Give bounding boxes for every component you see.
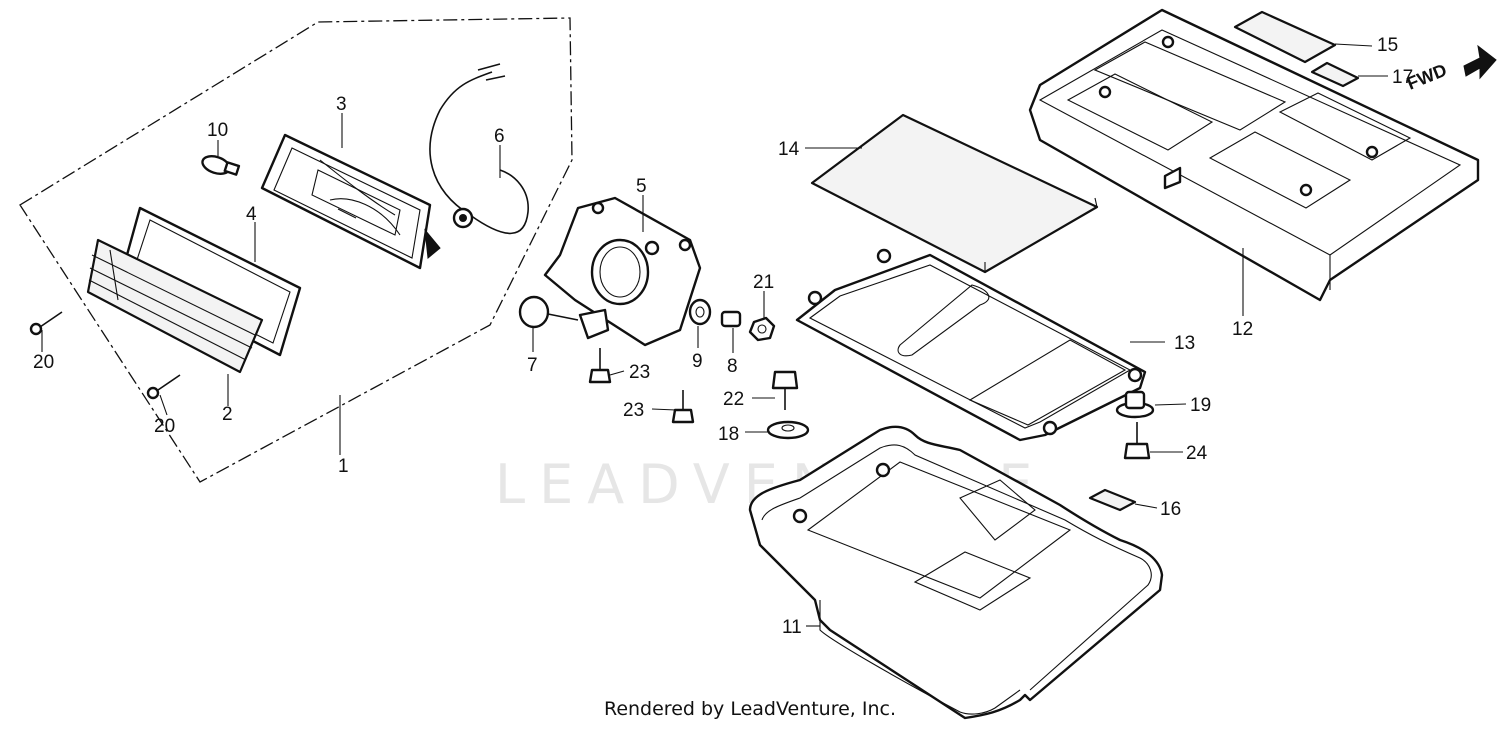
callout-4: 4 [246,204,257,225]
lens [86,238,264,374]
callout-11: 11 [782,617,802,638]
forward-arrow-icon [1463,44,1497,80]
bolt [771,370,799,410]
taillight-assembly-outline [19,17,573,483]
battery-cover [1028,8,1480,302]
callout-10: 10 [207,120,228,141]
washer [766,420,810,440]
callout-19: 19 [1190,395,1211,416]
wire-harness [429,63,529,235]
callout-18: 18 [718,424,739,445]
callout-21: 21 [753,272,774,293]
small-label [1310,61,1360,88]
label-sticker [1088,488,1137,512]
bulb [201,155,241,176]
credit-footer: Rendered by LeadVenture, Inc. [603,698,897,720]
callout-13: 13 [1174,333,1195,354]
bolt [671,390,695,424]
nut [748,316,776,342]
callout-23-lower: 23 [623,400,644,421]
holder-plate [795,248,1147,442]
screw [29,311,63,336]
light-bracket [543,196,702,347]
callout-1: 1 [338,456,349,477]
collar-washer [1115,390,1155,419]
callout-14: 14 [778,139,800,160]
screw [146,374,181,400]
callout-9: 9 [692,351,703,372]
callout-17: 17 [1392,67,1413,88]
callout-16: 16 [1160,499,1181,520]
bolt [588,348,612,384]
callout-8: 8 [727,356,738,377]
callout-2: 2 [222,404,233,425]
callout-7: 7 [527,355,538,376]
bolt [1123,422,1151,460]
callout-22: 22 [723,389,744,410]
insulating-pad [810,113,1099,274]
callout-23-upper: 23 [629,362,650,383]
callout-5: 5 [636,176,647,197]
callout-20-left: 20 [33,352,54,373]
callout-20-lower: 20 [154,416,175,437]
collar [720,310,742,328]
rubber-knob [518,295,579,329]
callout-15: 15 [1377,35,1398,56]
callout-6: 6 [494,126,505,147]
battery-tray [748,425,1164,720]
lamp-housing [260,133,441,270]
callout-12: 12 [1232,319,1253,340]
leader-lines [41,43,1388,627]
caution-label [1233,10,1337,64]
grommet [688,298,712,326]
callout-3: 3 [336,94,347,115]
callout-24: 24 [1186,443,1208,464]
